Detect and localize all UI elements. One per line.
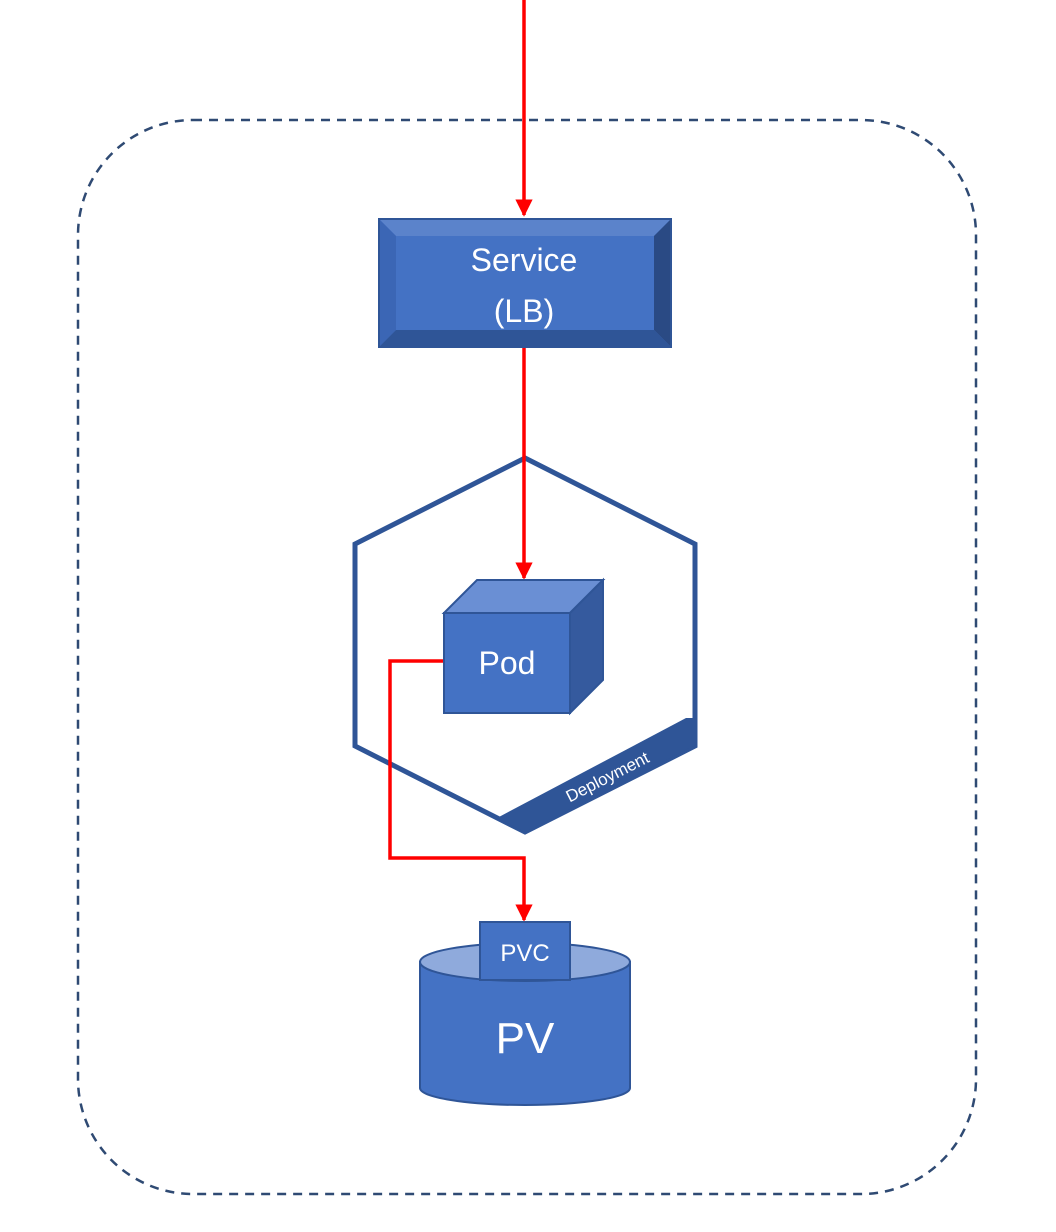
service-subtitle: (LB) — [494, 293, 554, 329]
pvc-box — [479, 921, 571, 981]
cluster-boundary — [76, 118, 978, 1196]
pv-cylinder-body — [419, 961, 631, 1106]
pvc-label: PVC — [500, 940, 549, 967]
service-face — [396, 236, 654, 330]
service-bevel-bottom — [380, 330, 670, 346]
pod-front-face — [443, 612, 571, 714]
deployment-label-band — [497, 718, 697, 832]
service-title: Service — [471, 242, 578, 278]
service-node[interactable]: Service (LB) — [378, 218, 672, 348]
service-bevel-left — [380, 220, 396, 346]
pv-label: PV — [496, 1014, 555, 1063]
pod-label: Pod — [479, 645, 536, 681]
connector-pod-to-pvc — [388, 659, 533, 922]
service-bevel-right — [654, 220, 670, 346]
service-bevel-top — [380, 220, 670, 236]
pod-node[interactable]: Pod — [441, 577, 606, 716]
pvc-node[interactable]: PVC — [479, 921, 571, 981]
